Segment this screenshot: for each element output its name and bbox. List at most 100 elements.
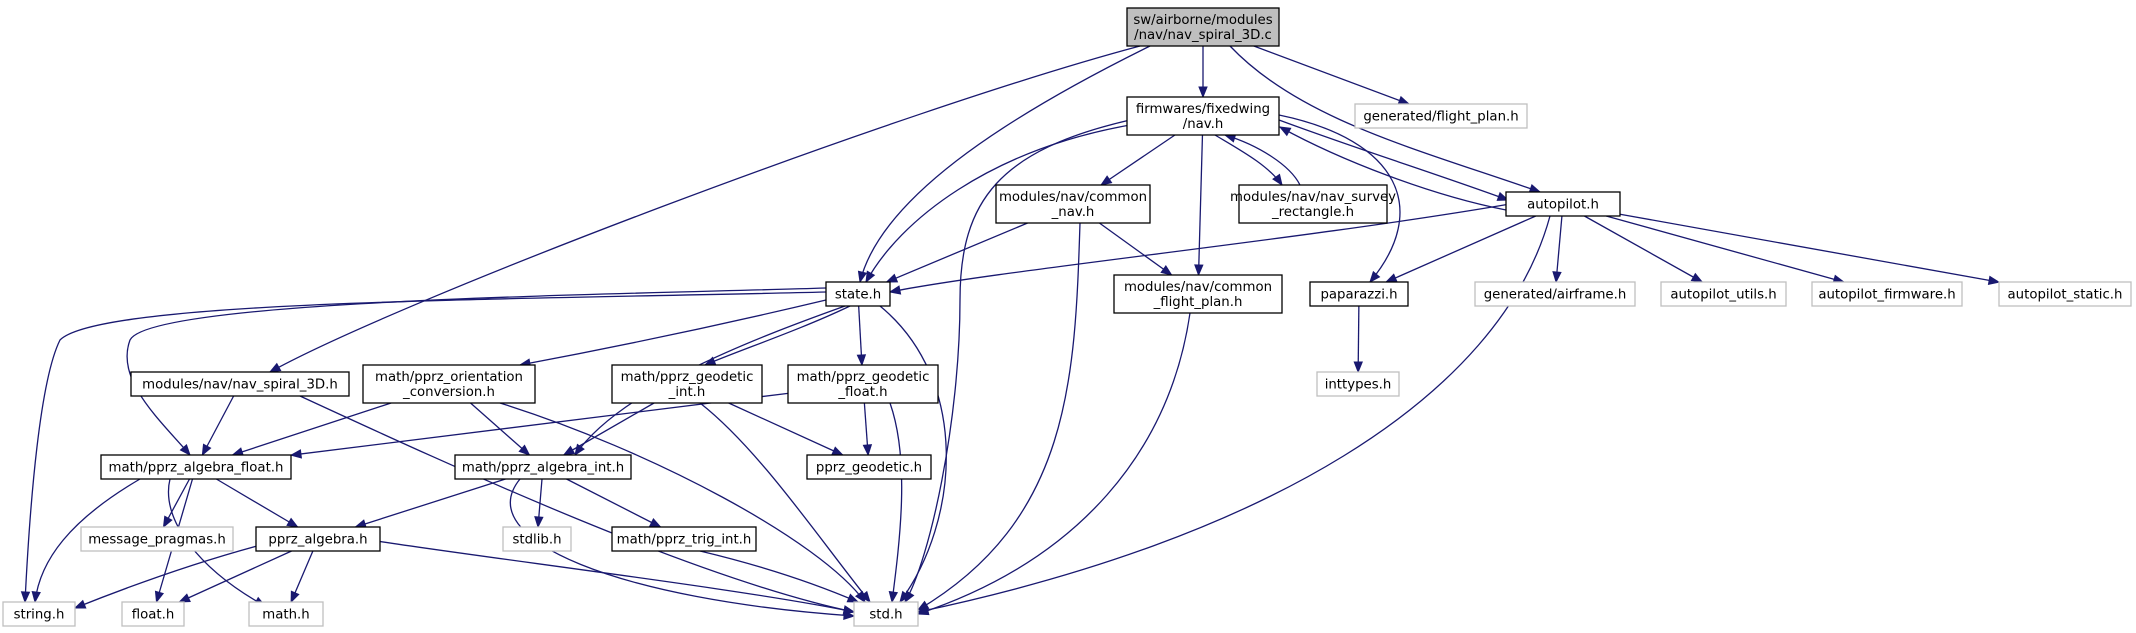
edge-arrowhead-nav-cnav (1099, 175, 1113, 186)
node-sp3[interactable]: modules/nav/nav_spiral_3D.h (130, 371, 350, 397)
node-flt[interactable]: float.h (121, 601, 185, 627)
node-fp[interactable]: generated/flight_plan.h (1354, 103, 1528, 129)
node-label-sp3-0: modules/nav/nav_spiral_3D.h (142, 378, 338, 393)
edge-line-root-state (859, 45, 1151, 283)
edge-arrowhead-nav-ap (1496, 191, 1510, 201)
node-box-ai[interactable] (454, 454, 632, 480)
node-str[interactable]: string.h (2, 601, 76, 627)
node-pa[interactable]: pprz_algebra.h (255, 526, 381, 552)
node-box-gi[interactable] (611, 364, 763, 404)
node-box-ap[interactable] (1505, 191, 1621, 217)
node-geo[interactable]: pprz_geodetic.h (806, 454, 932, 480)
node-box-nav[interactable] (1126, 96, 1280, 136)
node-apf[interactable]: autopilot_firmware.h (1811, 281, 1963, 307)
edge-line-root-fp (1253, 45, 1410, 105)
node-af[interactable]: generated/airframe.h (1474, 281, 1636, 307)
edge-cnav-state (885, 222, 1028, 283)
node-box-surv[interactable] (1238, 184, 1388, 224)
node-box-pa[interactable] (255, 526, 381, 552)
node-it[interactable]: inttypes.h (1316, 371, 1400, 397)
node-root[interactable]: sw/airborne/modules/nav/nav_spiral_3D.c (1126, 7, 1280, 47)
node-box-str[interactable] (2, 601, 76, 627)
node-af_h[interactable]: math/pprz_algebra_float.h (100, 454, 292, 480)
node-box-cfp[interactable] (1113, 274, 1283, 314)
edge-root-nav (1198, 46, 1208, 99)
node-cfp[interactable]: modules/nav/common_flight_plan.h (1113, 274, 1283, 314)
node-box-gf[interactable] (787, 364, 939, 404)
node-box-sl[interactable] (502, 526, 572, 552)
edge-line-af_h-str (34, 478, 141, 603)
node-box-sp3[interactable] (130, 371, 350, 397)
edge-cnav-cfp (1099, 222, 1173, 276)
node-box-apu[interactable] (1660, 281, 1787, 307)
edge-line-nav-state (865, 124, 1131, 283)
node-box-state[interactable] (825, 281, 891, 307)
node-gf[interactable]: math/pprz_geodetic_float.h (787, 364, 939, 404)
node-box-flt[interactable] (121, 601, 185, 627)
edge-ap-apu (1584, 215, 1704, 283)
edge-line-state-gi (704, 305, 851, 366)
node-ppz[interactable]: paparazzi.h (1309, 281, 1409, 307)
node-label-af-0: generated/airframe.h (1484, 288, 1627, 303)
node-apu[interactable]: autopilot_utils.h (1660, 281, 1787, 307)
node-box-af[interactable] (1474, 281, 1636, 307)
node-aps[interactable]: autopilot_static.h (1998, 281, 2132, 307)
edge-line-root-ap (1229, 45, 1541, 193)
node-box-mp[interactable] (80, 526, 234, 552)
node-label-it-0: inttypes.h (1325, 378, 1392, 393)
edge-arrowhead-pa-flt (178, 593, 191, 603)
node-label-aps-0: autopilot_static.h (2008, 288, 2123, 303)
node-box-apf[interactable] (1811, 281, 1963, 307)
node-box-ppz[interactable] (1309, 281, 1409, 307)
edge-pa-std (369, 539, 856, 615)
edge-oc-af_h (231, 402, 392, 457)
edge-line-oc-std (499, 402, 866, 603)
node-box-ti[interactable] (611, 526, 757, 552)
edge-line-pa-flt (179, 550, 292, 603)
node-box-oc[interactable] (362, 364, 536, 404)
node-gi[interactable]: math/pprz_geodetic_int.h (611, 364, 763, 404)
node-box-mth[interactable] (248, 601, 324, 627)
node-box-aps[interactable] (1998, 281, 2132, 307)
node-std[interactable]: std.h (853, 601, 919, 627)
node-cnav[interactable]: modules/nav/common_nav.h (995, 184, 1151, 224)
edge-line-sp3-std (299, 395, 855, 613)
node-oc[interactable]: math/pprz_orientation_conversion.h (362, 364, 536, 404)
edge-pa-str (73, 539, 281, 609)
edge-arrowhead-gf-std (888, 590, 899, 604)
edge-ap-aps (1619, 213, 2001, 285)
node-label-apf-0: autopilot_firmware.h (1818, 288, 1955, 303)
node-ti[interactable]: math/pprz_trig_int.h (611, 526, 757, 552)
edge-arrowhead-nav-ppz (1369, 270, 1381, 284)
edge-line-ap-aps (1619, 213, 2000, 283)
edge-arrowhead-af_h-flt (154, 590, 165, 604)
node-box-std[interactable] (853, 601, 919, 627)
node-surv[interactable]: modules/nav/nav_survey_rectangle.h (1230, 184, 1396, 224)
node-box-cnav[interactable] (995, 184, 1151, 224)
edge-arrowhead-ap-state (888, 285, 902, 295)
edge-arrowhead-af_h-str (31, 591, 41, 604)
edge-af_h-str (31, 478, 141, 604)
node-mth[interactable]: math.h (248, 601, 324, 627)
node-box-af_h[interactable] (100, 454, 292, 480)
node-box-fp[interactable] (1354, 103, 1528, 129)
edge-line-nav-ppz (1278, 114, 1401, 283)
edge-line-state-std (879, 305, 947, 603)
node-sl[interactable]: stdlib.h (502, 526, 572, 552)
node-label-af_h-0: math/pprz_algebra_float.h (109, 461, 284, 476)
node-nav[interactable]: firmwares/fixedwing/nav.h (1126, 96, 1280, 136)
edge-pa-flt (178, 550, 292, 603)
edge-arrowhead-af_h-mp (162, 515, 173, 529)
node-ai[interactable]: math/pprz_algebra_int.h (454, 454, 632, 480)
node-box-it[interactable] (1316, 371, 1400, 397)
edge-arrowhead-gi-geo (831, 446, 844, 456)
edge-root-sp3 (268, 45, 1141, 373)
node-state[interactable]: state.h (825, 281, 891, 307)
node-box-root[interactable] (1126, 7, 1280, 47)
node-mp[interactable]: message_pragmas.h (80, 526, 234, 552)
edge-line-ti-std (699, 550, 859, 603)
edge-arrowhead-state-std (899, 590, 911, 604)
node-ap[interactable]: autopilot.h (1505, 191, 1621, 217)
node-box-geo[interactable] (806, 454, 932, 480)
edge-line-gf-std (889, 402, 903, 603)
